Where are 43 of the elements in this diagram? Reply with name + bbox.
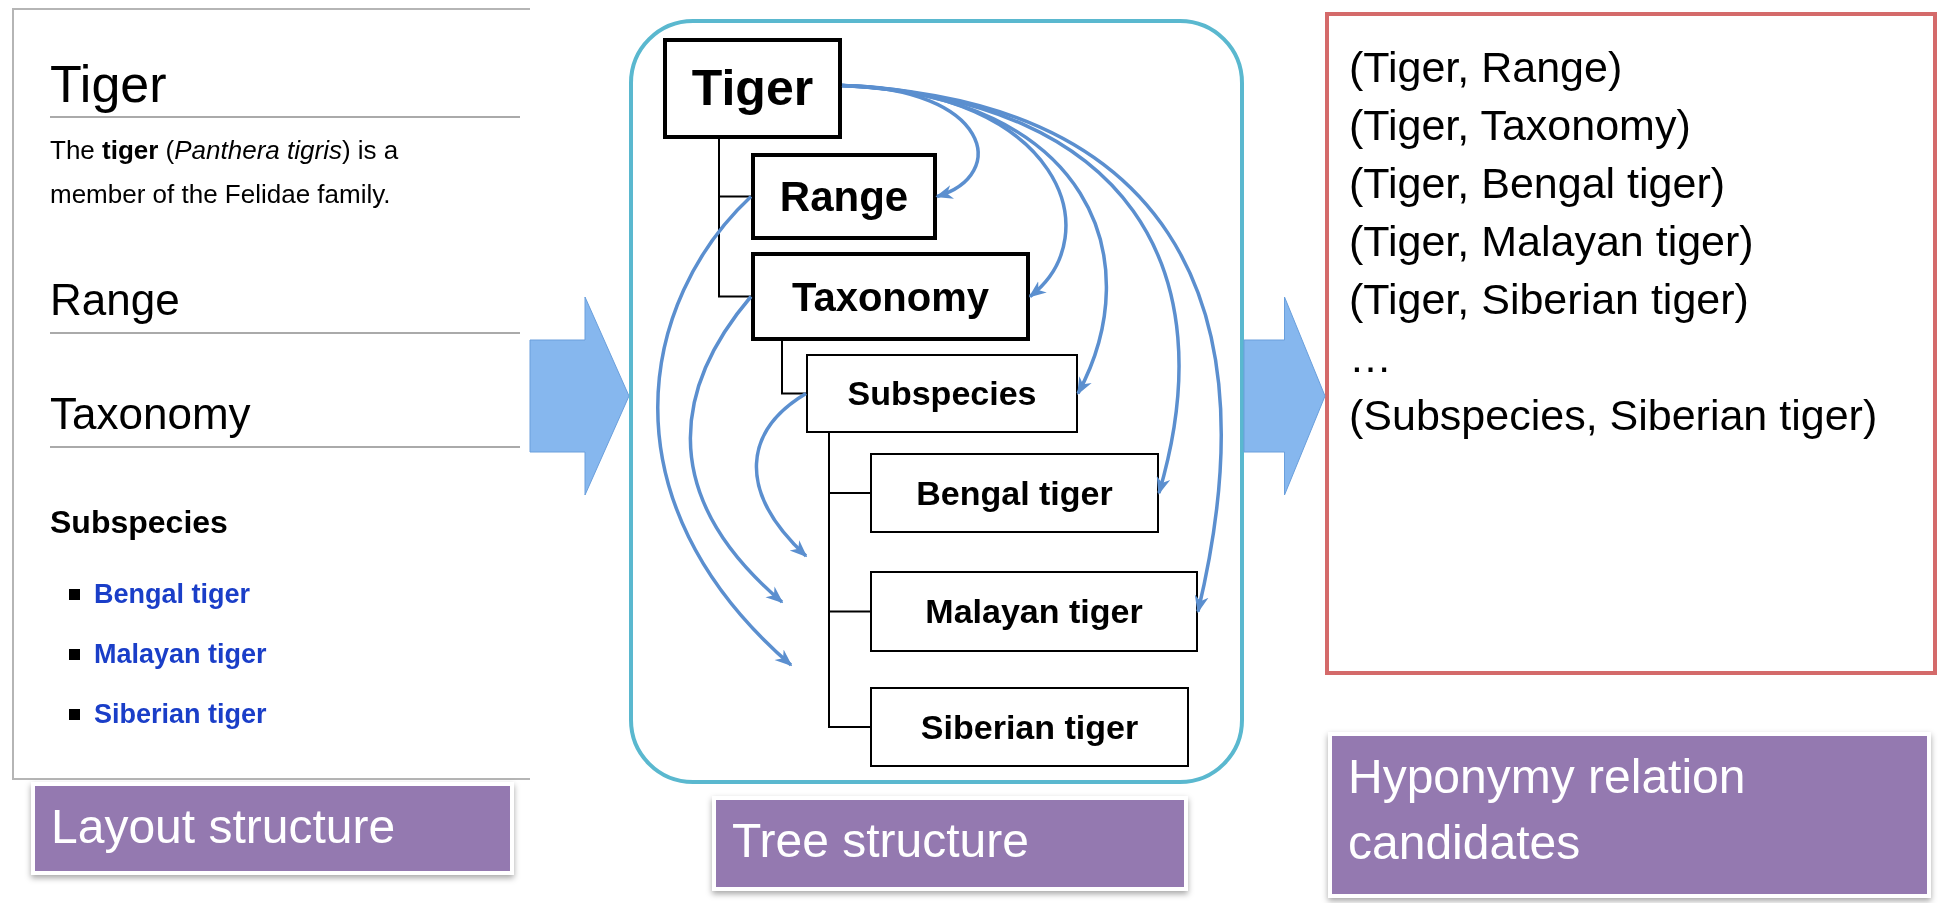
webpage-panel xyxy=(12,8,530,780)
link-text: Malayan tiger xyxy=(94,638,267,671)
tree-node-box xyxy=(870,687,1189,767)
candidate-pair: (Tiger, Bengal tiger) xyxy=(1349,158,1727,209)
page-title: Tiger xyxy=(50,52,520,118)
candidate-pair: (Tiger, Malayan tiger) xyxy=(1349,216,1755,267)
node-label: Bengal tiger xyxy=(916,472,1113,514)
curved-arrow xyxy=(754,392,808,558)
node-label: Range xyxy=(779,172,909,222)
candidate-pair: … xyxy=(1349,332,1393,383)
node-label: Tiger xyxy=(691,59,814,118)
caption-text: Tree structure xyxy=(732,813,1029,869)
block-arrow xyxy=(1243,296,1326,496)
link-text: Siberian tiger xyxy=(94,698,267,731)
intro-sentence: The tiger (Panthera tigris) is a member of the Felidae family. xyxy=(50,134,400,211)
section-heading: Range xyxy=(50,268,520,334)
node-label: Siberian tiger xyxy=(920,706,1139,748)
caption-text: Layout structure xyxy=(51,799,396,855)
tree-panel xyxy=(629,19,1244,784)
block-arrow xyxy=(529,296,630,496)
tree-node-box xyxy=(751,252,1030,341)
caption-text: Hyponymy relation candidates xyxy=(1348,749,1747,871)
curved-arrow xyxy=(656,195,793,667)
candidate-pair: (Tiger, Taxonomy) xyxy=(1349,100,1692,151)
tree-node-box xyxy=(870,571,1198,652)
tree-node-box xyxy=(751,153,937,240)
candidates-panel xyxy=(1325,12,1937,675)
tree-connector-line xyxy=(828,432,871,728)
tree-node-box xyxy=(870,453,1159,533)
candidate-pair: (Tiger, Range) xyxy=(1349,42,1624,93)
candidate-pair: (Subspecies, Siberian tiger) xyxy=(1349,390,1879,441)
tree-connector-line xyxy=(718,138,752,298)
section-heading: Taxonomy xyxy=(50,382,520,448)
subsection-heading: Subspecies xyxy=(50,503,228,542)
tree-node-box xyxy=(806,354,1078,433)
candidate-pair: (Tiger, Siberian tiger) xyxy=(1349,274,1750,325)
node-label: Subspecies xyxy=(847,373,1037,414)
tree-node-box xyxy=(663,38,842,139)
node-label: Malayan tiger xyxy=(925,591,1143,632)
node-label: Taxonomy xyxy=(791,273,990,321)
link-text: Bengal tiger xyxy=(94,578,251,611)
curved-arrow xyxy=(841,83,1223,614)
curved-arrow xyxy=(688,295,784,604)
